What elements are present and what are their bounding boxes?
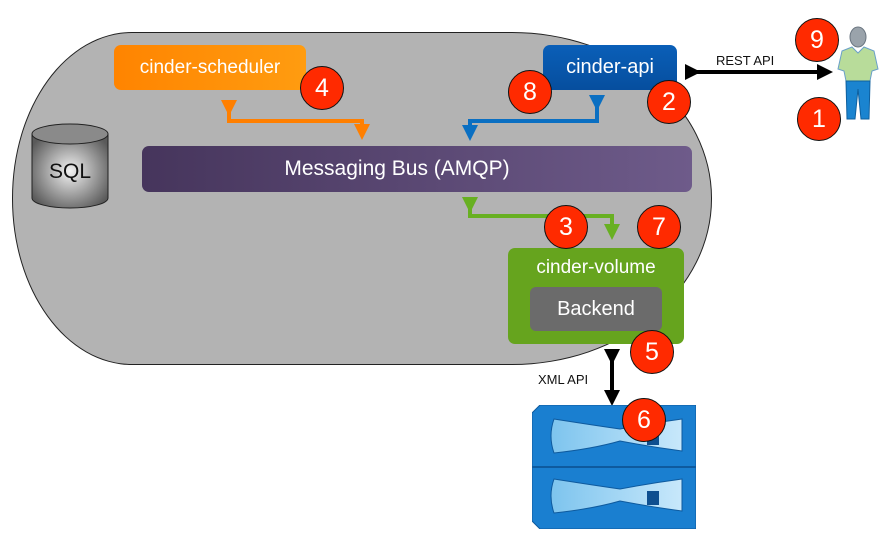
step-badge-2: 2 xyxy=(647,80,691,124)
cinder-api-box: cinder-api xyxy=(543,45,677,90)
backend-box: Backend xyxy=(530,287,662,331)
cinder-scheduler-label: cinder-scheduler xyxy=(139,56,281,78)
step-badge-6: 6 xyxy=(622,398,666,442)
messaging-bus-label: Messaging Bus (AMQP) xyxy=(284,157,510,180)
database-label: SQL xyxy=(48,160,92,183)
database-cylinder-icon: SQL xyxy=(30,122,110,212)
backend-label: Backend xyxy=(557,297,635,320)
cinder-volume-box: cinder-volume Backend xyxy=(508,248,684,344)
step-badge-7: 7 xyxy=(637,205,681,249)
step-badge-5: 5 xyxy=(630,330,674,374)
step-badge-9: 9 xyxy=(795,18,839,62)
step-badge-4: 4 xyxy=(300,66,344,110)
cinder-scheduler-box: cinder-scheduler xyxy=(114,45,306,90)
cinder-volume-label: cinder-volume xyxy=(536,257,656,278)
step-badge-8: 8 xyxy=(508,70,552,114)
bus-volume-connector xyxy=(462,197,620,240)
scheduler-bus-connector xyxy=(221,100,370,140)
api-bus-connector xyxy=(462,95,605,141)
step-badge-1: 1 xyxy=(797,97,841,141)
storage-array-icon xyxy=(531,404,697,530)
xml-api-label: XML API xyxy=(538,372,589,387)
step-badge-3: 3 xyxy=(544,205,588,249)
messaging-bus-box: Messaging Bus (AMQP) xyxy=(142,146,692,192)
cinder-api-label: cinder-api xyxy=(566,56,654,78)
person-icon xyxy=(836,25,880,120)
rest-api-label: REST API xyxy=(716,53,775,68)
